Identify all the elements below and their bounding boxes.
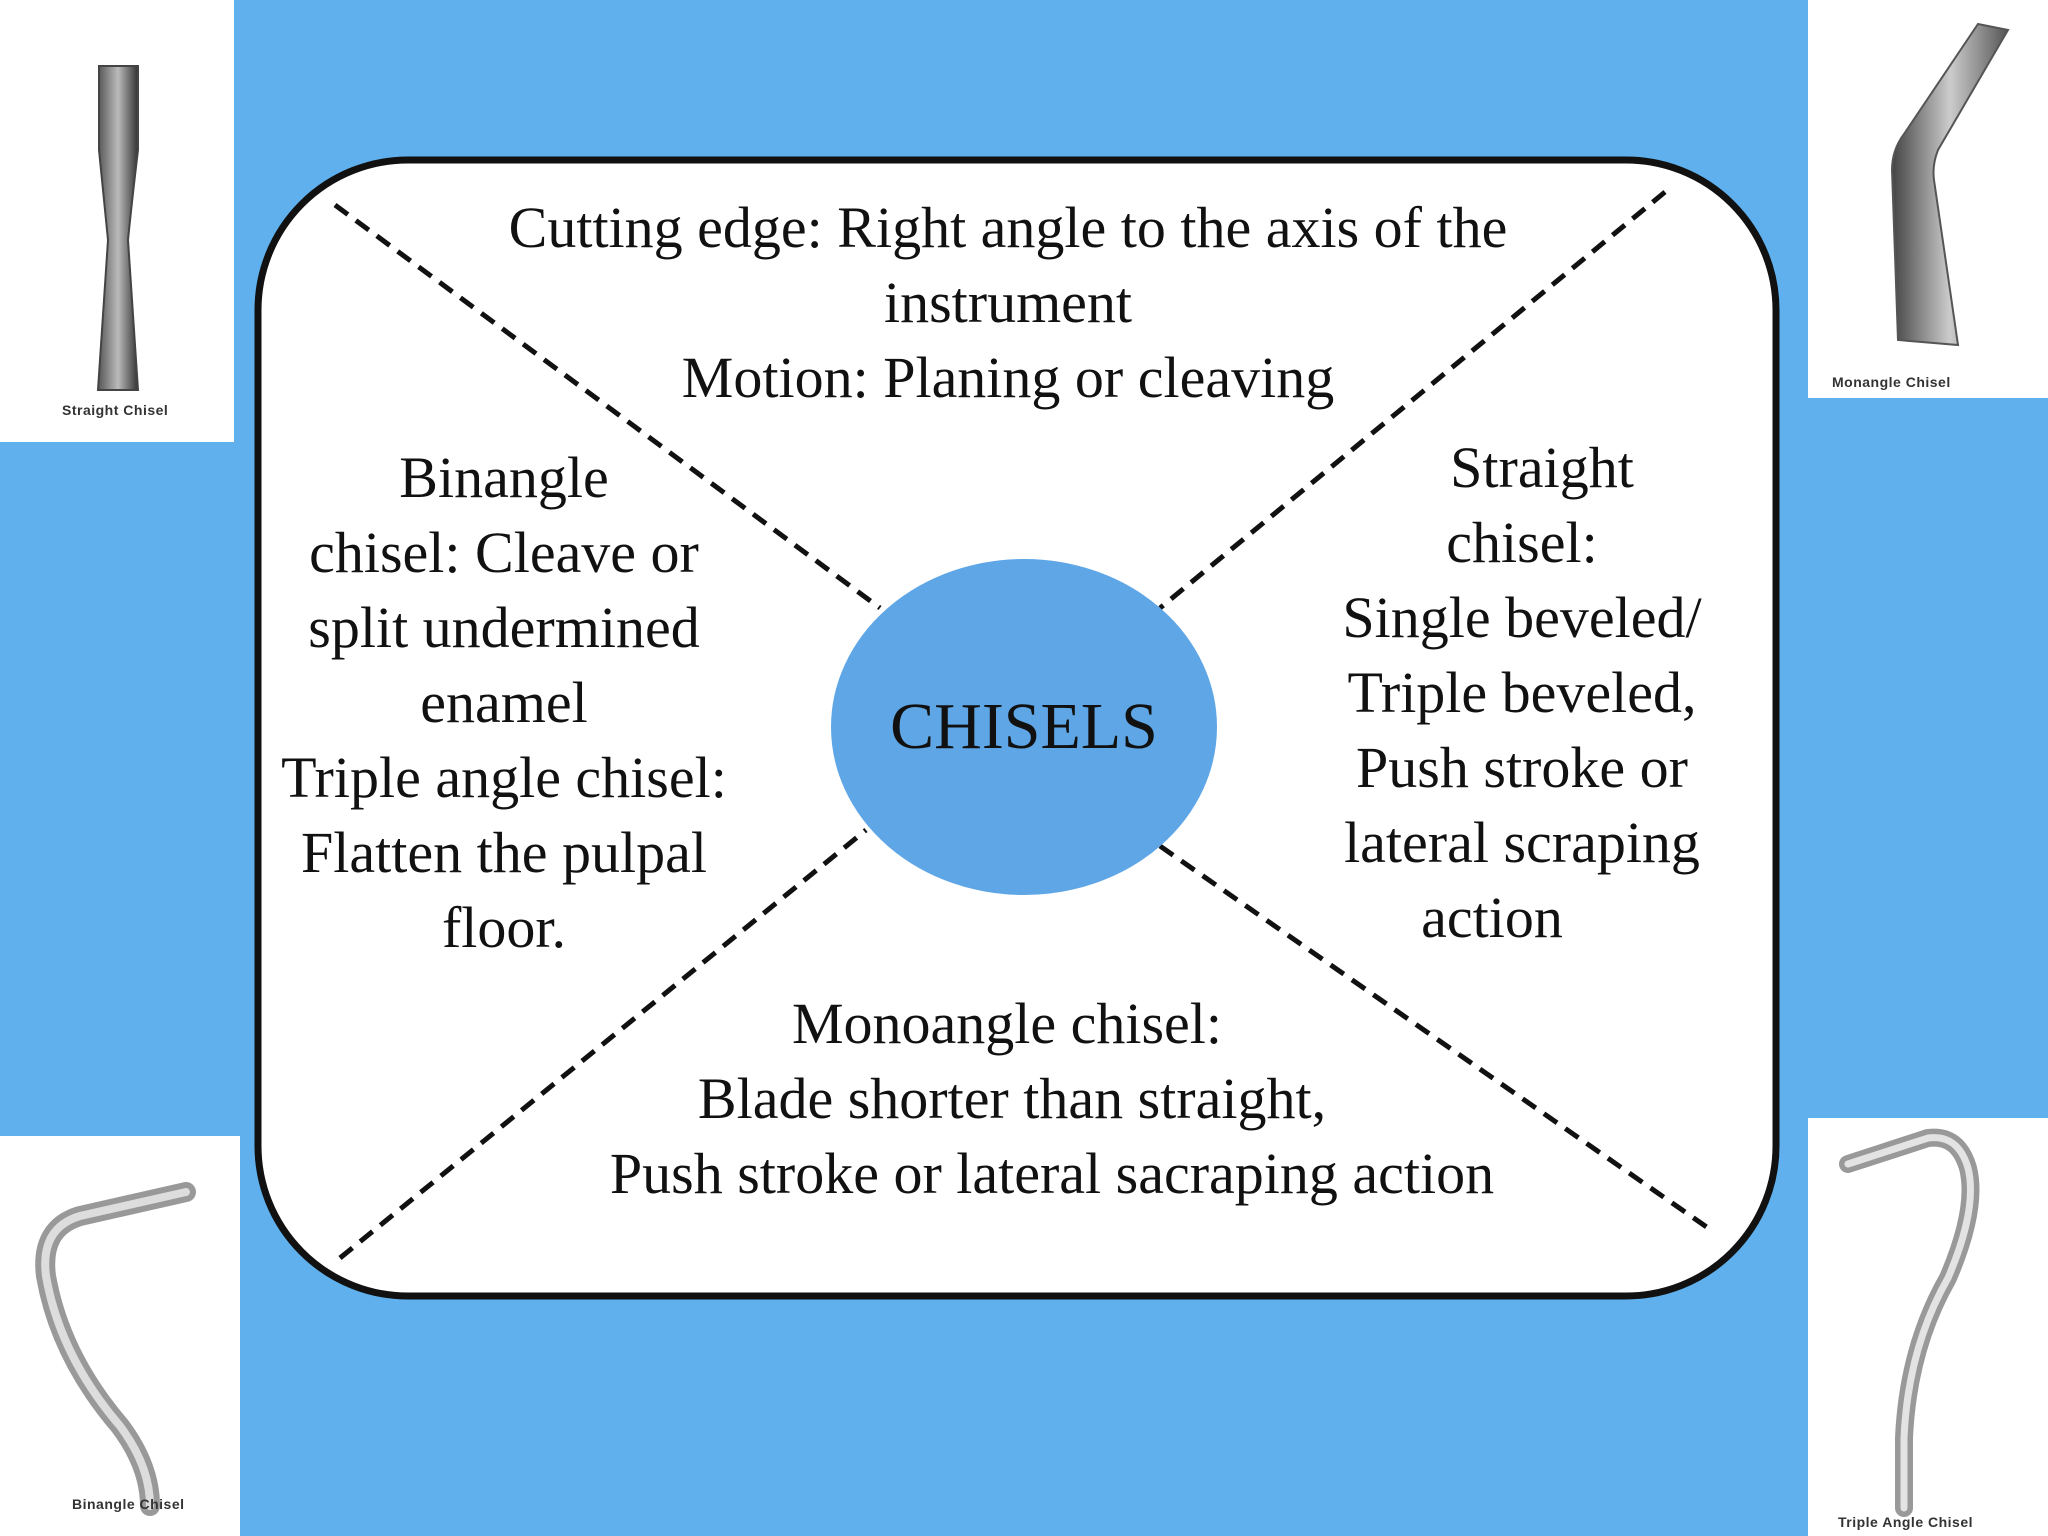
straight-chisel-caption: Straight Chisel (62, 402, 169, 418)
divider-bottom-right (1158, 843, 1710, 1231)
monangle-chisel-caption: Monangle Chisel (1832, 374, 1951, 390)
top-line-3: Motion: Planing or cleaving (681, 345, 1335, 410)
left-line-1: Binangle (399, 445, 609, 510)
top-line-2: instrument (883, 270, 1133, 335)
left-line-3: split undermined (308, 595, 700, 660)
right-line-7: action (1421, 885, 1563, 950)
straight-chisel-photo: Straight Chisel (0, 0, 234, 442)
bottom-line-3: Push stroke or lateral sacraping action (609, 1141, 1495, 1206)
triple-angle-chisel-icon (1839, 1128, 1980, 1517)
triple-angle-chisel-photo: Triple Angle Chisel (1808, 1118, 2048, 1536)
center-ellipse (831, 559, 1217, 895)
center-label: CHISELS (890, 690, 1158, 763)
triple-angle-chisel-caption: Triple Angle Chisel (1838, 1514, 1974, 1530)
bottom-line-1: Monoangle chisel: (791, 991, 1223, 1056)
binangle-chisel-photo: Binangle Chisel (0, 1136, 240, 1536)
divider-top-right (1158, 190, 1667, 610)
straight-chisel-icon (96, 65, 140, 391)
left-line-4: enamel (420, 670, 588, 735)
right-line-3: Single beveled/ (1342, 585, 1702, 650)
right-line-6: lateral scraping (1344, 810, 1700, 875)
top-line-1: Cutting edge: Right angle to the axis of… (508, 195, 1508, 260)
right-section-text: Straight chisel: Single beveled/ Triple … (1312, 430, 1732, 955)
right-line-4: Triple beveled, (1347, 660, 1697, 725)
monangle-chisel-photo: Monangle Chisel (1808, 0, 2048, 398)
bottom-line-2: Blade shorter than straight, (697, 1066, 1327, 1131)
bottom-section-text: Monoangle chisel: Blade shorter than str… (520, 986, 1584, 1211)
right-line-1: Straight (1450, 435, 1634, 500)
divider-top-left (333, 202, 882, 611)
binangle-chisel-caption: Binangle Chisel (72, 1496, 185, 1512)
left-line-7: floor. (441, 895, 567, 960)
right-line-5: Push stroke or (1356, 735, 1688, 800)
left-section-text: Binangle chisel: Cleave or split undermi… (254, 440, 754, 965)
divider-bottom-left (338, 828, 868, 1260)
left-line-2: chisel: Cleave or (309, 520, 699, 585)
right-line-2: chisel: (1446, 510, 1598, 575)
monangle-chisel-icon (1890, 22, 2010, 347)
top-section-text: Cutting edge: Right angle to the axis of… (400, 190, 1616, 415)
binangle-chisel-icon (35, 1182, 196, 1516)
left-line-5: Triple angle chisel: (281, 745, 727, 810)
left-line-6: Flatten the pulpal (301, 820, 707, 885)
